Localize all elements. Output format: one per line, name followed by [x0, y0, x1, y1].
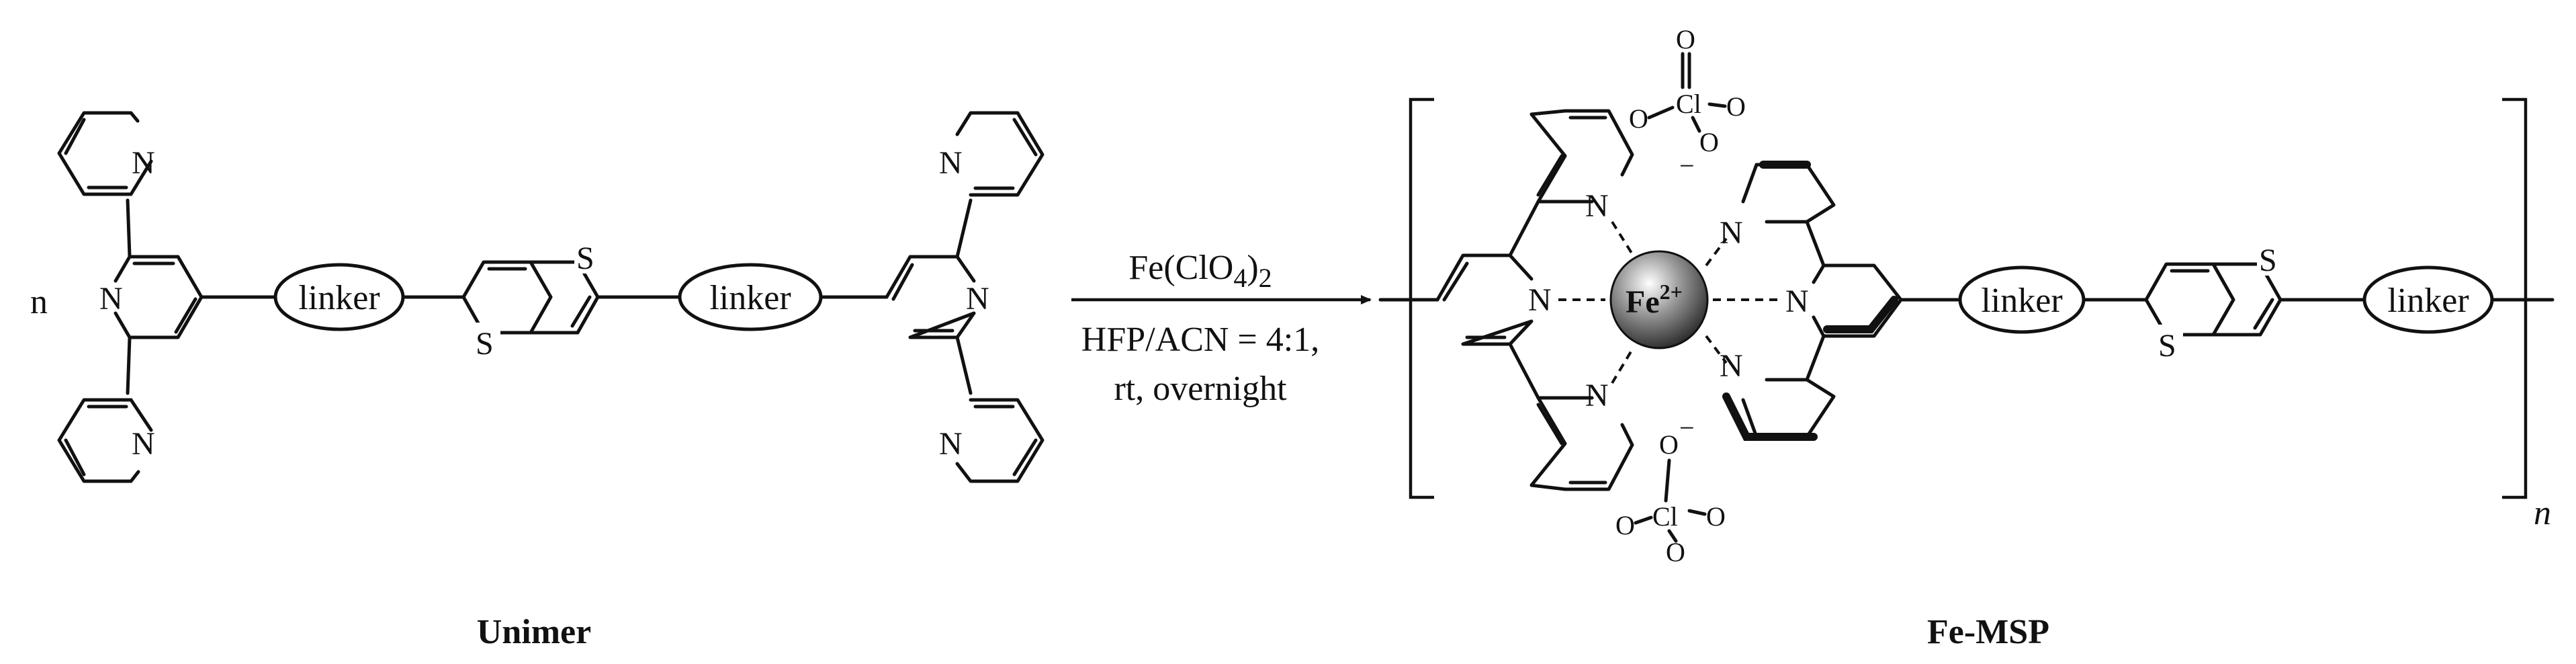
atom-o: O: [1615, 510, 1635, 540]
atom-cl: Cl: [1676, 89, 1701, 119]
atom-n: N: [1785, 284, 1809, 319]
fe-symbol: Fe2+: [1626, 280, 1683, 320]
linker-label: linker: [298, 279, 380, 317]
unimer-central-pyridine: N: [99, 198, 277, 395]
perchlorate-top: O O Cl O O −: [1629, 24, 1746, 181]
coordination-bonds: [1558, 220, 1780, 384]
reaction-arrow-group: Fe(ClO4)2 HFP/ACN = 4:1, rt, overnight: [1071, 249, 1372, 408]
atom-o: O: [1676, 24, 1695, 54]
unimer-right-top-pyridine: N: [939, 111, 1045, 197]
linker-label: linker: [1981, 282, 2062, 320]
anion-charge: −: [1679, 413, 1695, 443]
atom-n: N: [966, 281, 989, 317]
conditions-line-2: rt, overnight: [1114, 370, 1287, 408]
unimer-caption: Unimer: [477, 613, 591, 651]
atom-n: N: [132, 145, 155, 181]
atom-o: O: [1659, 429, 1679, 460]
atom-cl: Cl: [1652, 501, 1678, 532]
atom-n: N: [1585, 378, 1609, 413]
reagent-label: Fe(ClO4)2: [1128, 249, 1272, 293]
atom-o: O: [1699, 127, 1719, 157]
linker-label: linker: [709, 279, 791, 317]
atom-n: N: [1528, 282, 1552, 318]
atom-s: S: [576, 241, 594, 276]
stoichiometric-n: n: [30, 283, 48, 321]
atom-s: S: [2158, 328, 2176, 364]
fe-msp-structure: n N N N: [1378, 24, 2555, 567]
atom-n: N: [1585, 188, 1609, 224]
atom-o: O: [1726, 91, 1746, 122]
unimer-right-pyridine: N: [819, 198, 989, 395]
atom-o: O: [1706, 501, 1726, 532]
repeat-unit-subscript: n: [2534, 494, 2551, 532]
linker-label: linker: [2387, 282, 2469, 320]
unimer-thienothiophene: S S: [401, 239, 680, 362]
right-terpyridine-ligand: N N N: [1720, 161, 1963, 441]
atom-n: N: [939, 426, 963, 462]
unimer-right-bottom-pyridine: N: [939, 398, 1045, 483]
atom-o: O: [1629, 103, 1648, 134]
conditions-line-1: HFP/ACN = 4:1,: [1081, 321, 1319, 359]
left-terpyridine-ligand: N N N: [1378, 109, 1634, 491]
iron-center: Fe2+: [1609, 250, 1709, 349]
unimer-bottom-pyridine: N: [57, 398, 155, 483]
perchlorate-bottom: − O O Cl O O: [1615, 413, 1726, 567]
unimer-structure: n N N N linker: [30, 111, 1045, 483]
atom-n: N: [132, 426, 155, 462]
atom-s: S: [476, 326, 494, 362]
anion-charge: −: [1679, 151, 1695, 181]
polymer-thienothiophene: S S: [2082, 241, 2366, 364]
atom-n: N: [939, 145, 963, 181]
atom-n: N: [99, 281, 123, 317]
atom-s: S: [2259, 243, 2277, 278]
atom-n: N: [1720, 348, 1743, 384]
unimer-top-pyridine: N: [57, 111, 155, 196]
fe-msp-caption: Fe-MSP: [1927, 613, 2049, 651]
atom-n: N: [1720, 215, 1743, 251]
